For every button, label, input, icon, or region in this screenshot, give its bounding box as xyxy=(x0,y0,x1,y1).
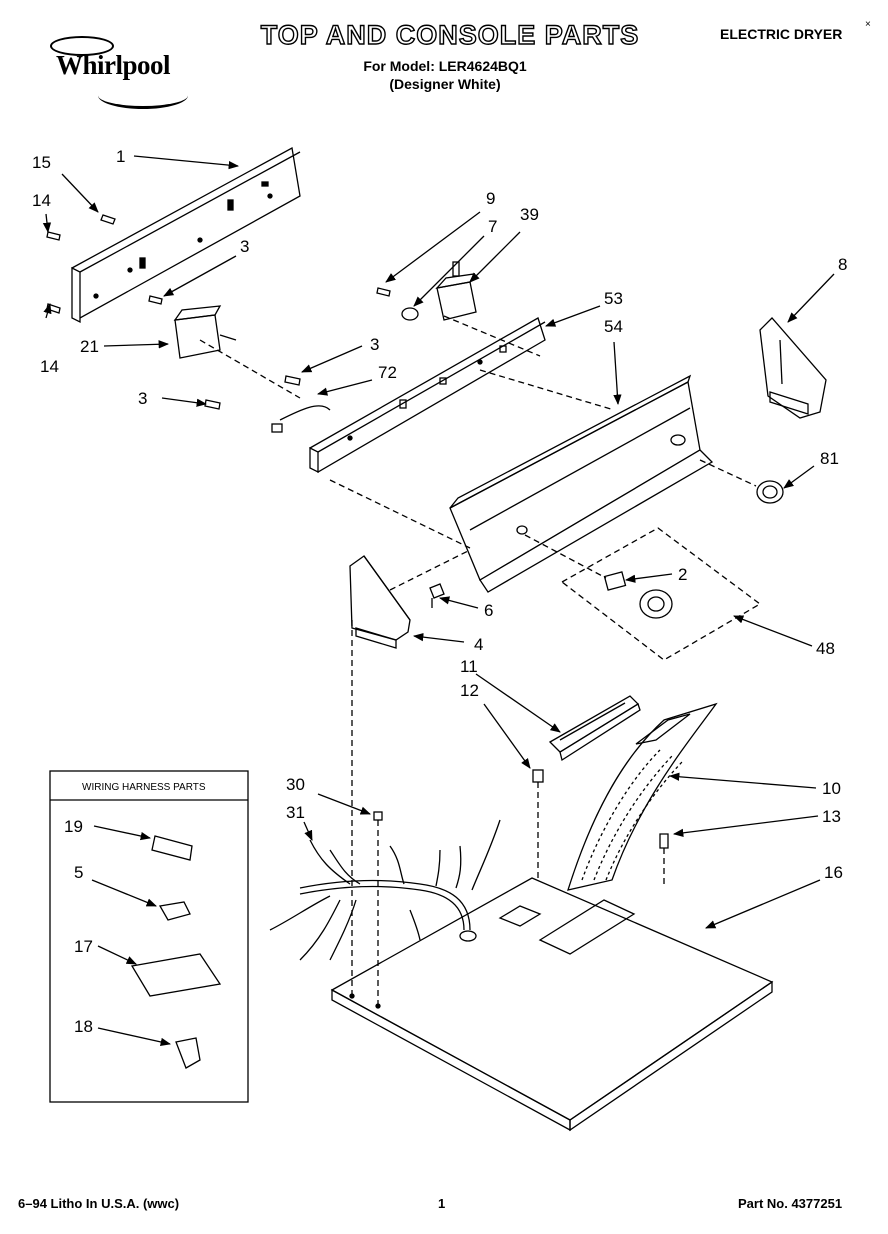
callout-9: 9 xyxy=(486,189,495,208)
footer-litho: 6–94 Litho In U.S.A. (wwc) xyxy=(18,1196,180,1211)
product-type: ELECTRIC DRYER xyxy=(720,26,843,42)
logo-swoosh xyxy=(98,82,188,109)
callout-72: 72 xyxy=(378,363,397,382)
part-knob xyxy=(699,459,784,504)
callout-8: 8 xyxy=(838,255,847,274)
logo-oval xyxy=(50,36,114,56)
callout-7: 7 xyxy=(488,217,497,236)
part-switch xyxy=(401,261,541,357)
wiring-box-title: WIRING HARNESS PARTS xyxy=(82,782,206,793)
callout-10: 10 xyxy=(822,779,841,798)
callout-12: 12 xyxy=(460,681,479,700)
part-wiring-harness xyxy=(269,620,501,1010)
part-end-cap-left xyxy=(349,549,471,649)
callout-3a: 3 xyxy=(240,237,249,256)
callout-11: 11 xyxy=(460,657,478,676)
callout-16: 16 xyxy=(824,863,843,882)
whirlpool-logo: Whirlpool xyxy=(38,30,208,110)
part-console xyxy=(329,369,714,593)
callout-14b: 14 xyxy=(40,357,59,376)
wiring-harness-box xyxy=(49,770,249,1103)
footer-page-number: 1 xyxy=(438,1196,446,1211)
callout-4: 4 xyxy=(474,635,483,654)
callout-21: 21 xyxy=(80,337,99,356)
callout-3c: 3 xyxy=(138,389,147,408)
brand-name: Whirlpool xyxy=(56,50,171,80)
leader-arrows xyxy=(42,155,835,1047)
callout-5: 5 xyxy=(74,863,83,882)
callout-18: 18 xyxy=(74,1017,93,1036)
part-knob-assembly xyxy=(524,527,762,661)
part-clip xyxy=(429,583,445,608)
part-timer xyxy=(173,305,331,433)
model-line: For Model: LER4624BQ1 xyxy=(363,58,527,74)
color-line: (Designer White) xyxy=(389,76,501,92)
callout-48: 48 xyxy=(816,639,835,658)
callout-19: 19 xyxy=(64,817,83,836)
corner-mark: × xyxy=(865,19,871,30)
callout-1: 1 xyxy=(116,147,125,166)
callout-14a: 14 xyxy=(32,191,51,210)
callout-2: 2 xyxy=(678,565,687,584)
callout-13: 13 xyxy=(822,807,841,826)
part-rear-panel xyxy=(71,146,301,324)
callout-3b: 3 xyxy=(370,335,379,354)
part-screws-left xyxy=(46,214,391,410)
callout-31: 31 xyxy=(286,803,305,822)
callout-numbers: 1 15 14 14 3 21 3 72 3 9 7 39 53 54 8 81… xyxy=(32,147,847,1036)
callout-30: 30 xyxy=(286,775,305,794)
callout-15: 15 xyxy=(32,153,51,172)
callout-39: 39 xyxy=(520,205,539,224)
callout-17: 17 xyxy=(74,937,93,956)
part-duct-screw xyxy=(659,833,669,884)
part-lint-filter-panel xyxy=(548,695,641,762)
page-title: TOP AND CONSOLE PARTS xyxy=(260,19,640,50)
part-top-panel xyxy=(330,877,774,1132)
callout-53: 53 xyxy=(604,289,623,308)
footer-part-number: Part No. 4377251 xyxy=(738,1196,843,1211)
callout-81: 81 xyxy=(820,449,839,468)
part-end-cap-right xyxy=(759,317,827,419)
callout-6: 6 xyxy=(484,601,493,620)
callout-54: 54 xyxy=(604,317,623,336)
part-lint-duct xyxy=(567,702,718,891)
part-control-bracket xyxy=(309,317,546,474)
